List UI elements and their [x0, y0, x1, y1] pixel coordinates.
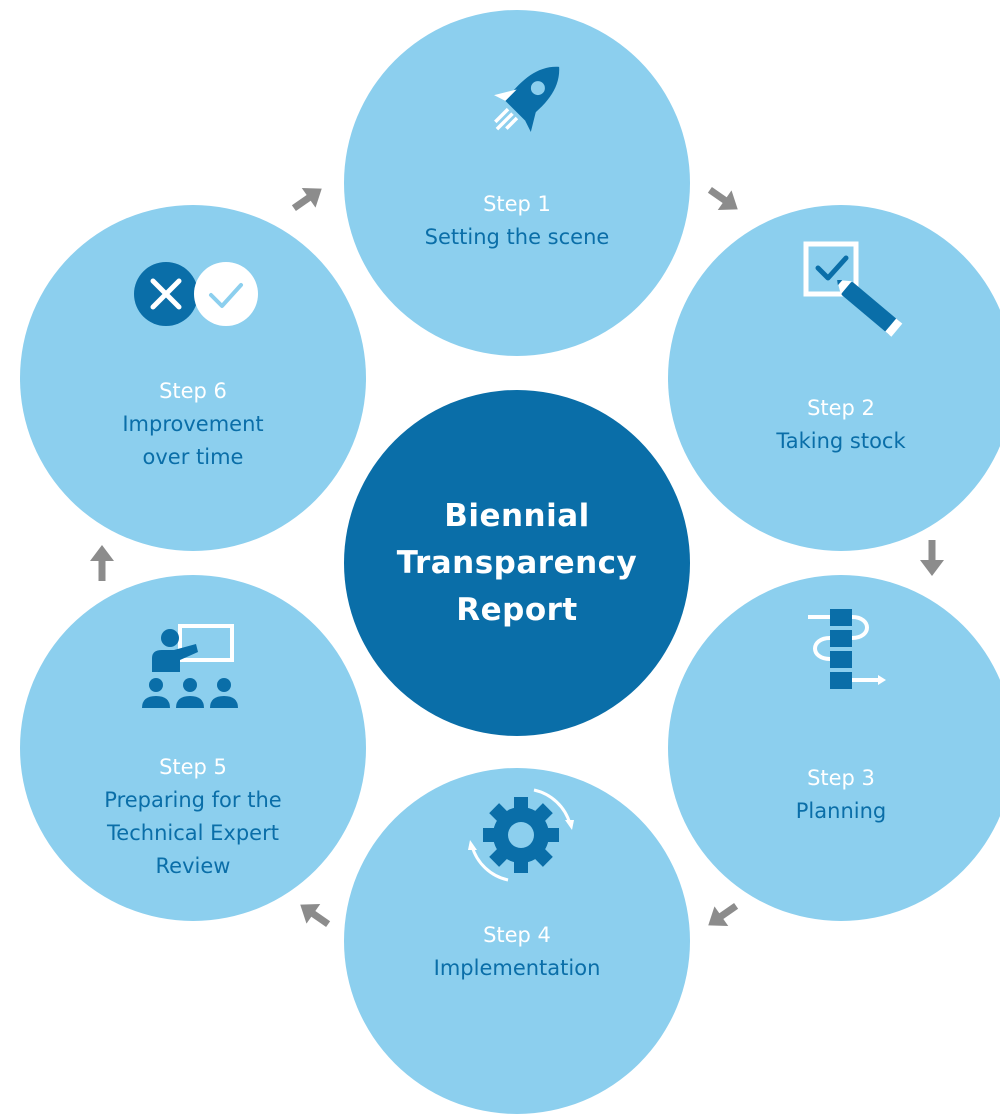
checklist-pencil-icon: [803, 241, 903, 337]
presentation-audience-icon: [142, 624, 238, 708]
step-1-title: Setting the scene: [424, 224, 610, 249]
step-5-circle: Step 5 Preparing for the Technical Exper…: [20, 575, 366, 921]
step-4-title: Implementation: [433, 955, 601, 980]
arrow-step6-to-step1-icon: [291, 188, 322, 212]
arrow-step3-to-step4-icon: [708, 902, 739, 926]
step-2-label: Step 2: [807, 395, 875, 420]
step-3-label: Step 3: [807, 765, 875, 790]
step-1-circle: Step 1 Setting the scene: [344, 10, 690, 356]
step-6-circle: Step 6 Improvement over time: [20, 205, 366, 551]
step-5-title: Preparing for the Technical Expert Revie…: [104, 787, 282, 878]
cross-check-icon: [134, 262, 258, 326]
gear-cycle-icon: [468, 788, 574, 882]
step-3-title: Planning: [795, 798, 887, 823]
step-4-label: Step 4: [483, 922, 551, 947]
center-title: Biennial Transparency Report: [396, 497, 638, 628]
step-2-title: Taking stock: [776, 428, 906, 453]
rocket-icon: [494, 66, 560, 132]
center-circle: Biennial Transparency Report: [344, 390, 690, 736]
arrow-step5-to-step6-icon: [90, 545, 114, 581]
flow-blocks-icon: [808, 609, 886, 689]
arrow-step4-to-step5-icon: [300, 904, 331, 928]
step-2-circle: Step 2 Taking stock: [668, 205, 1000, 551]
step-1-label: Step 1: [483, 191, 551, 216]
arrow-step1-to-step2-icon: [707, 186, 738, 210]
step-6-title: Improvement over time: [122, 412, 264, 469]
arrow-step2-to-step3-icon: [920, 540, 944, 576]
step-5-label: Step 5: [159, 754, 227, 779]
step-6-label: Step 6: [159, 379, 227, 403]
